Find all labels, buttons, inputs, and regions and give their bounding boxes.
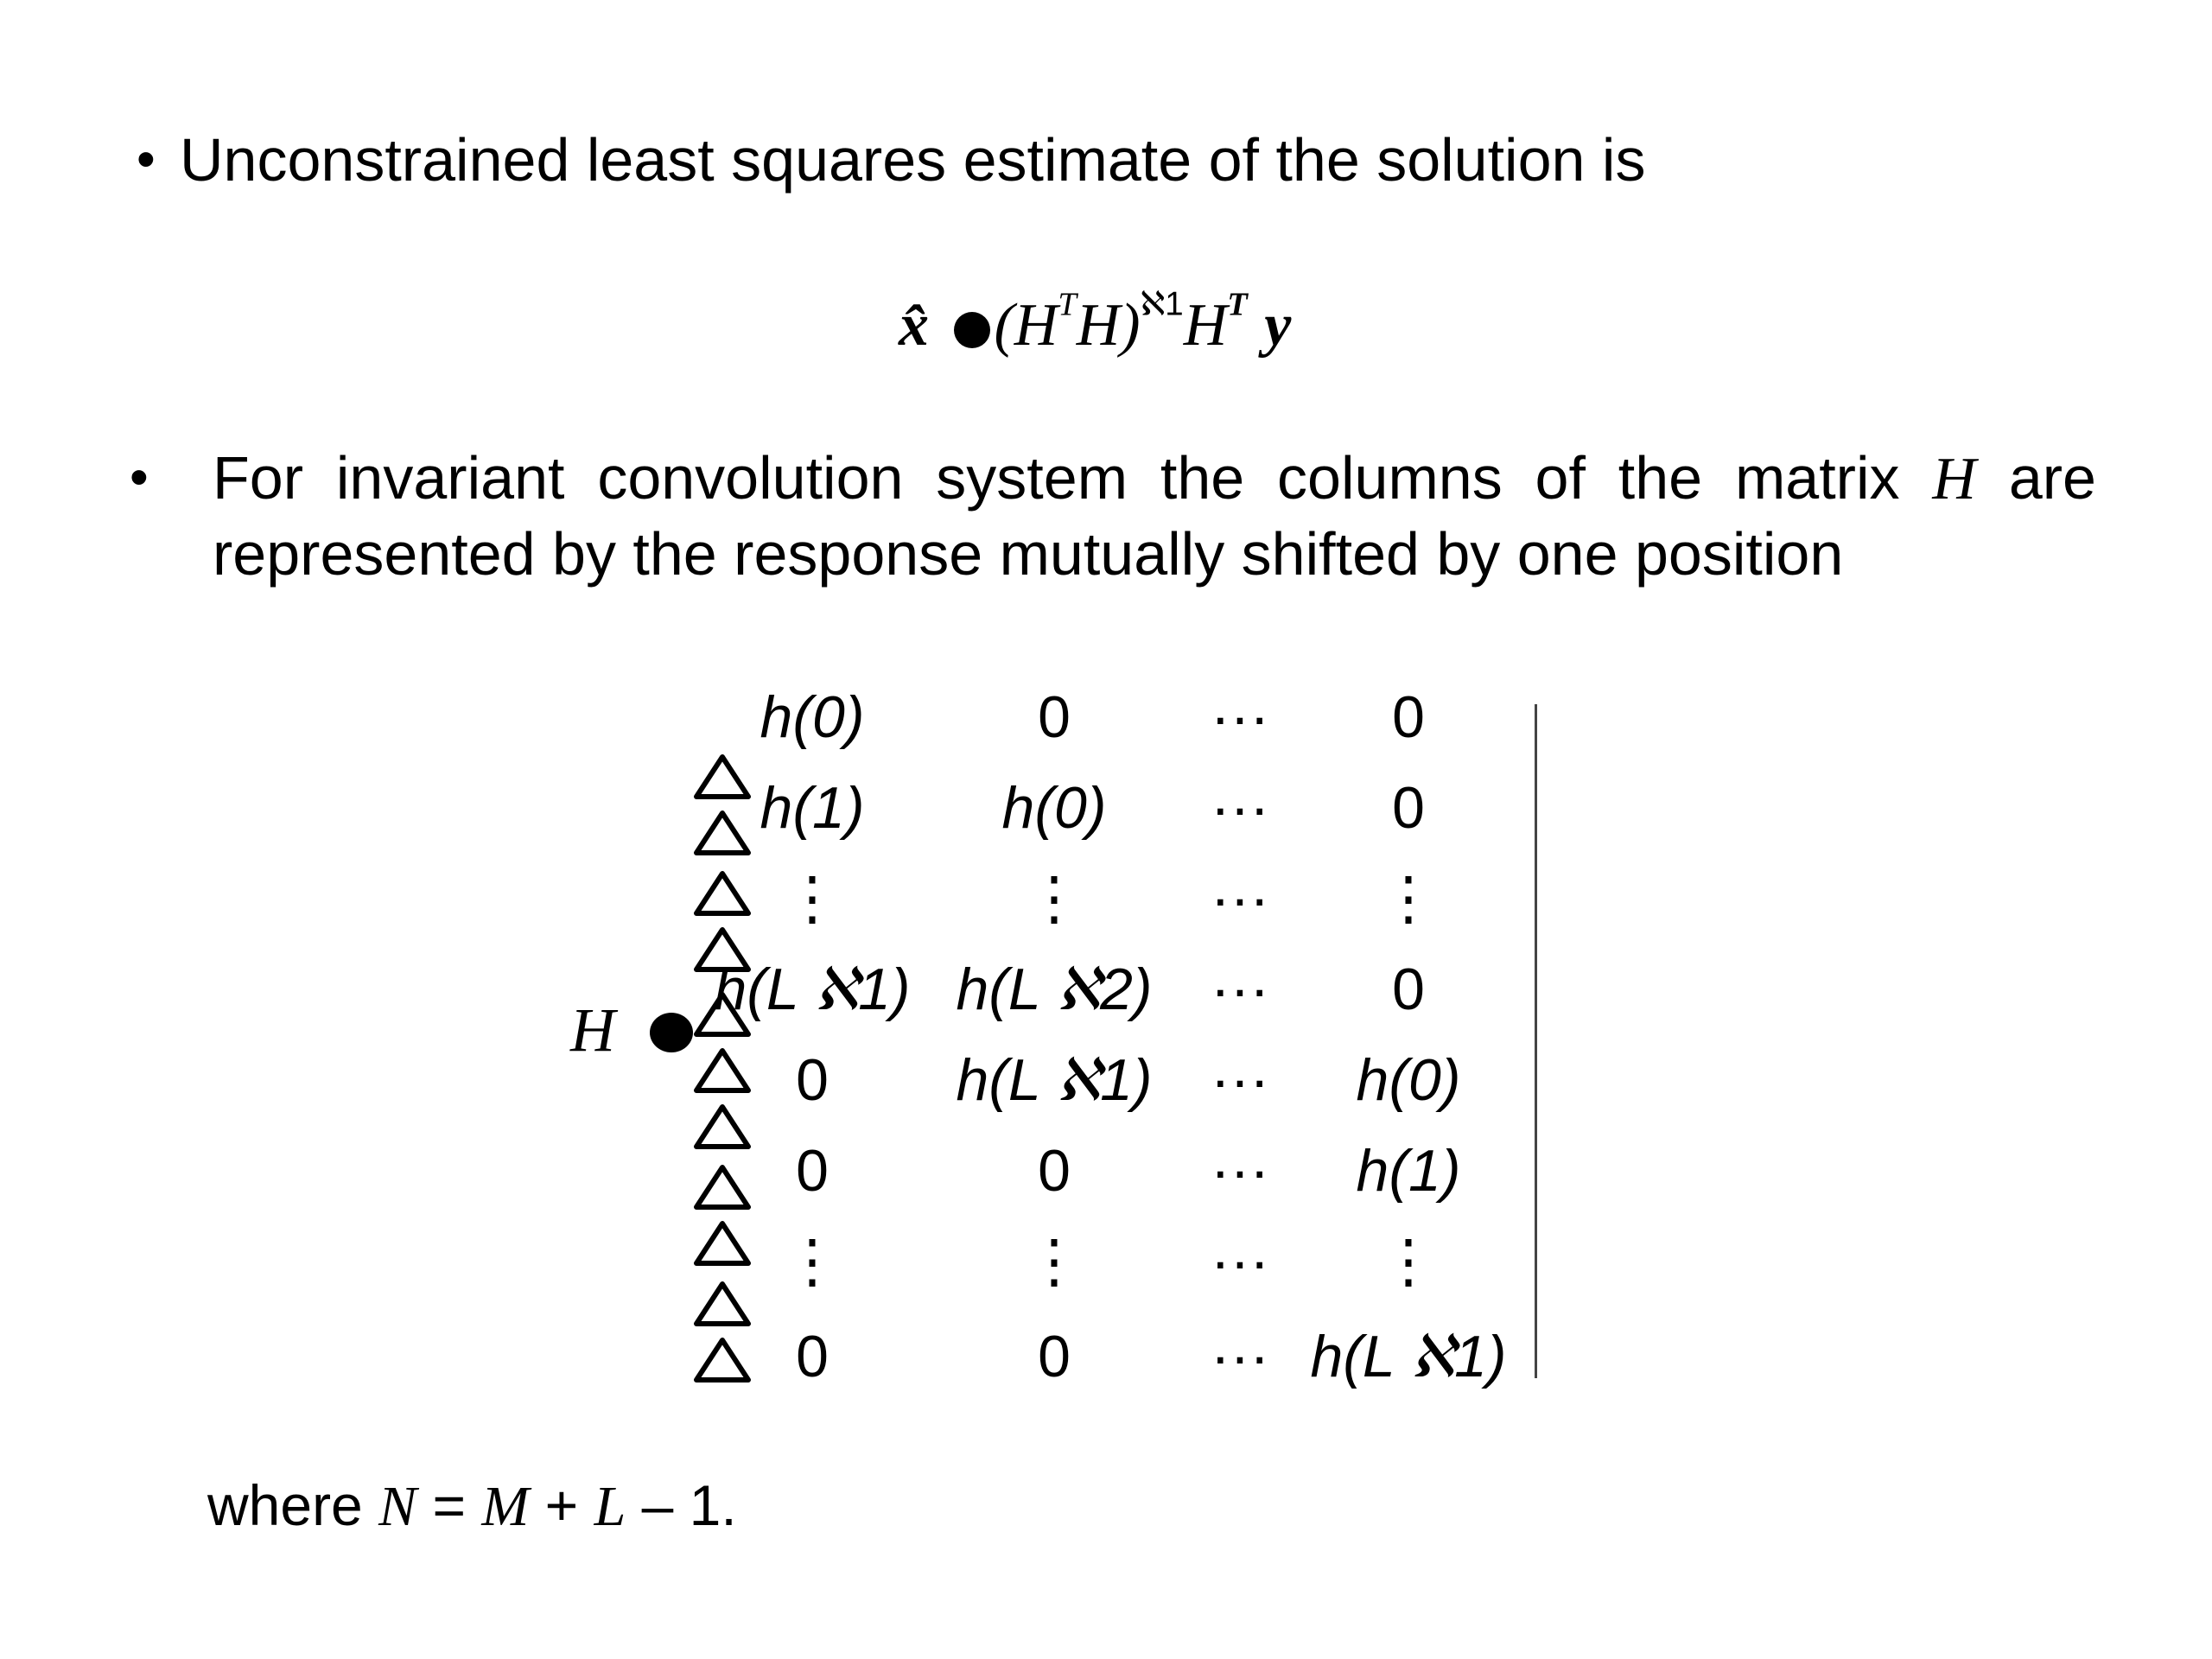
bullet-text-2-after: are represented by the response mutually… (213, 444, 2096, 588)
equals-dot-glyph (954, 312, 991, 348)
matrix-cell: h(0) (1356, 1047, 1461, 1113)
equals-dot-glyph (650, 1013, 693, 1052)
matrix-cell: h(1) (1356, 1138, 1461, 1204)
matrix-cell: ⋮ (1379, 1229, 1438, 1294)
x-hat: x̂ (899, 292, 929, 359)
footer-note: where N = M + L – 1. (207, 1471, 737, 1541)
bullet-text-1: Unconstrained least squares estimate of … (180, 126, 1646, 194)
matrix-cell: h(L ℵ1) (714, 957, 911, 1022)
matrix-cell: 0 (1038, 684, 1071, 750)
footer-tail: – 1. (626, 1473, 737, 1537)
footer-prefix: where (207, 1473, 379, 1537)
bracket-triangle-glyph (694, 1338, 751, 1382)
bullet-text-2-var: H (1932, 446, 1976, 512)
bracket-triangle-glyph (694, 927, 751, 972)
matrix-cell: 0 (796, 1138, 829, 1204)
footer-L: L (594, 1475, 626, 1538)
matrix-cell: ⋮ (783, 1229, 842, 1294)
bracket-triangle-glyph (694, 1165, 751, 1210)
matrix-cell: ⋮ (1025, 1229, 1084, 1294)
eq-part2: H) (1076, 292, 1141, 359)
matrix-cell: ··· (1211, 684, 1269, 750)
matrix-cell: ··· (1211, 866, 1269, 931)
bracket-triangle-glyph (694, 1221, 751, 1266)
bullet-marker-2: • (130, 448, 149, 507)
matrix-cell: 0 (796, 1047, 829, 1113)
matrix-cell: 0 (796, 1324, 829, 1389)
least-squares-equation: x̂ (HTH)ℵ1HT y (899, 285, 1291, 365)
bullet-text-2-before: For invariant convolution system the col… (213, 444, 1933, 512)
bracket-triangle-glyph (694, 810, 751, 855)
bracket-triangle-glyph (694, 1281, 751, 1326)
matrix-cell: ··· (1211, 1324, 1269, 1389)
footer-plus: + (529, 1473, 594, 1537)
y-vector: y (1264, 292, 1292, 359)
right-bracket (1529, 704, 1537, 1378)
bracket-triangle-glyph (694, 871, 751, 916)
matrix-cell: h(1) (760, 775, 865, 841)
bracket-triangle-glyph (694, 992, 751, 1037)
matrix-cell: h(0) (1001, 775, 1107, 841)
matrix-cell: ⋮ (1025, 866, 1084, 931)
bullet-marker-1: • (137, 130, 156, 189)
matrix-cell: ⋮ (1379, 866, 1438, 931)
matrix-cell: ··· (1211, 1047, 1269, 1113)
matrix-cell: ··· (1211, 1229, 1269, 1294)
matrix-cell: 0 (1392, 775, 1425, 841)
bullet-text-2: For invariant convolution system the col… (213, 441, 2096, 591)
eq-part3: H (1183, 292, 1228, 359)
eq-sup1: T (1058, 286, 1077, 323)
bracket-triangle-glyph (694, 1048, 751, 1093)
footer-M: M (481, 1475, 530, 1538)
matrix-cell: ··· (1211, 1138, 1269, 1204)
matrix-cell: 0 (1038, 1138, 1071, 1204)
matrix-cell: h(L ℵ1) (956, 1047, 1153, 1113)
matrix-cell: ··· (1211, 957, 1269, 1022)
eq-part1: (H (994, 292, 1058, 359)
matrix-cell: 0 (1392, 957, 1425, 1022)
matrix-cell: h(0) (760, 684, 865, 750)
eq-sup2: ℵ1 (1140, 285, 1184, 323)
bracket-triangle-glyph (694, 754, 751, 799)
footer-N: N (378, 1475, 417, 1538)
matrix-cell: h(L ℵ1) (1310, 1324, 1507, 1389)
matrix-cell: 0 (1392, 684, 1425, 750)
matrix-cell: ··· (1211, 775, 1269, 841)
eq-sup3: T (1227, 286, 1248, 323)
matrix-cell: 0 (1038, 1324, 1071, 1389)
matrix-cell: h(L ℵ2) (956, 957, 1153, 1022)
bracket-triangle-glyph (694, 1104, 751, 1149)
matrix-cell: ⋮ (783, 866, 842, 931)
footer-eq: = (416, 1473, 482, 1537)
matrix-label: H (570, 995, 615, 1065)
